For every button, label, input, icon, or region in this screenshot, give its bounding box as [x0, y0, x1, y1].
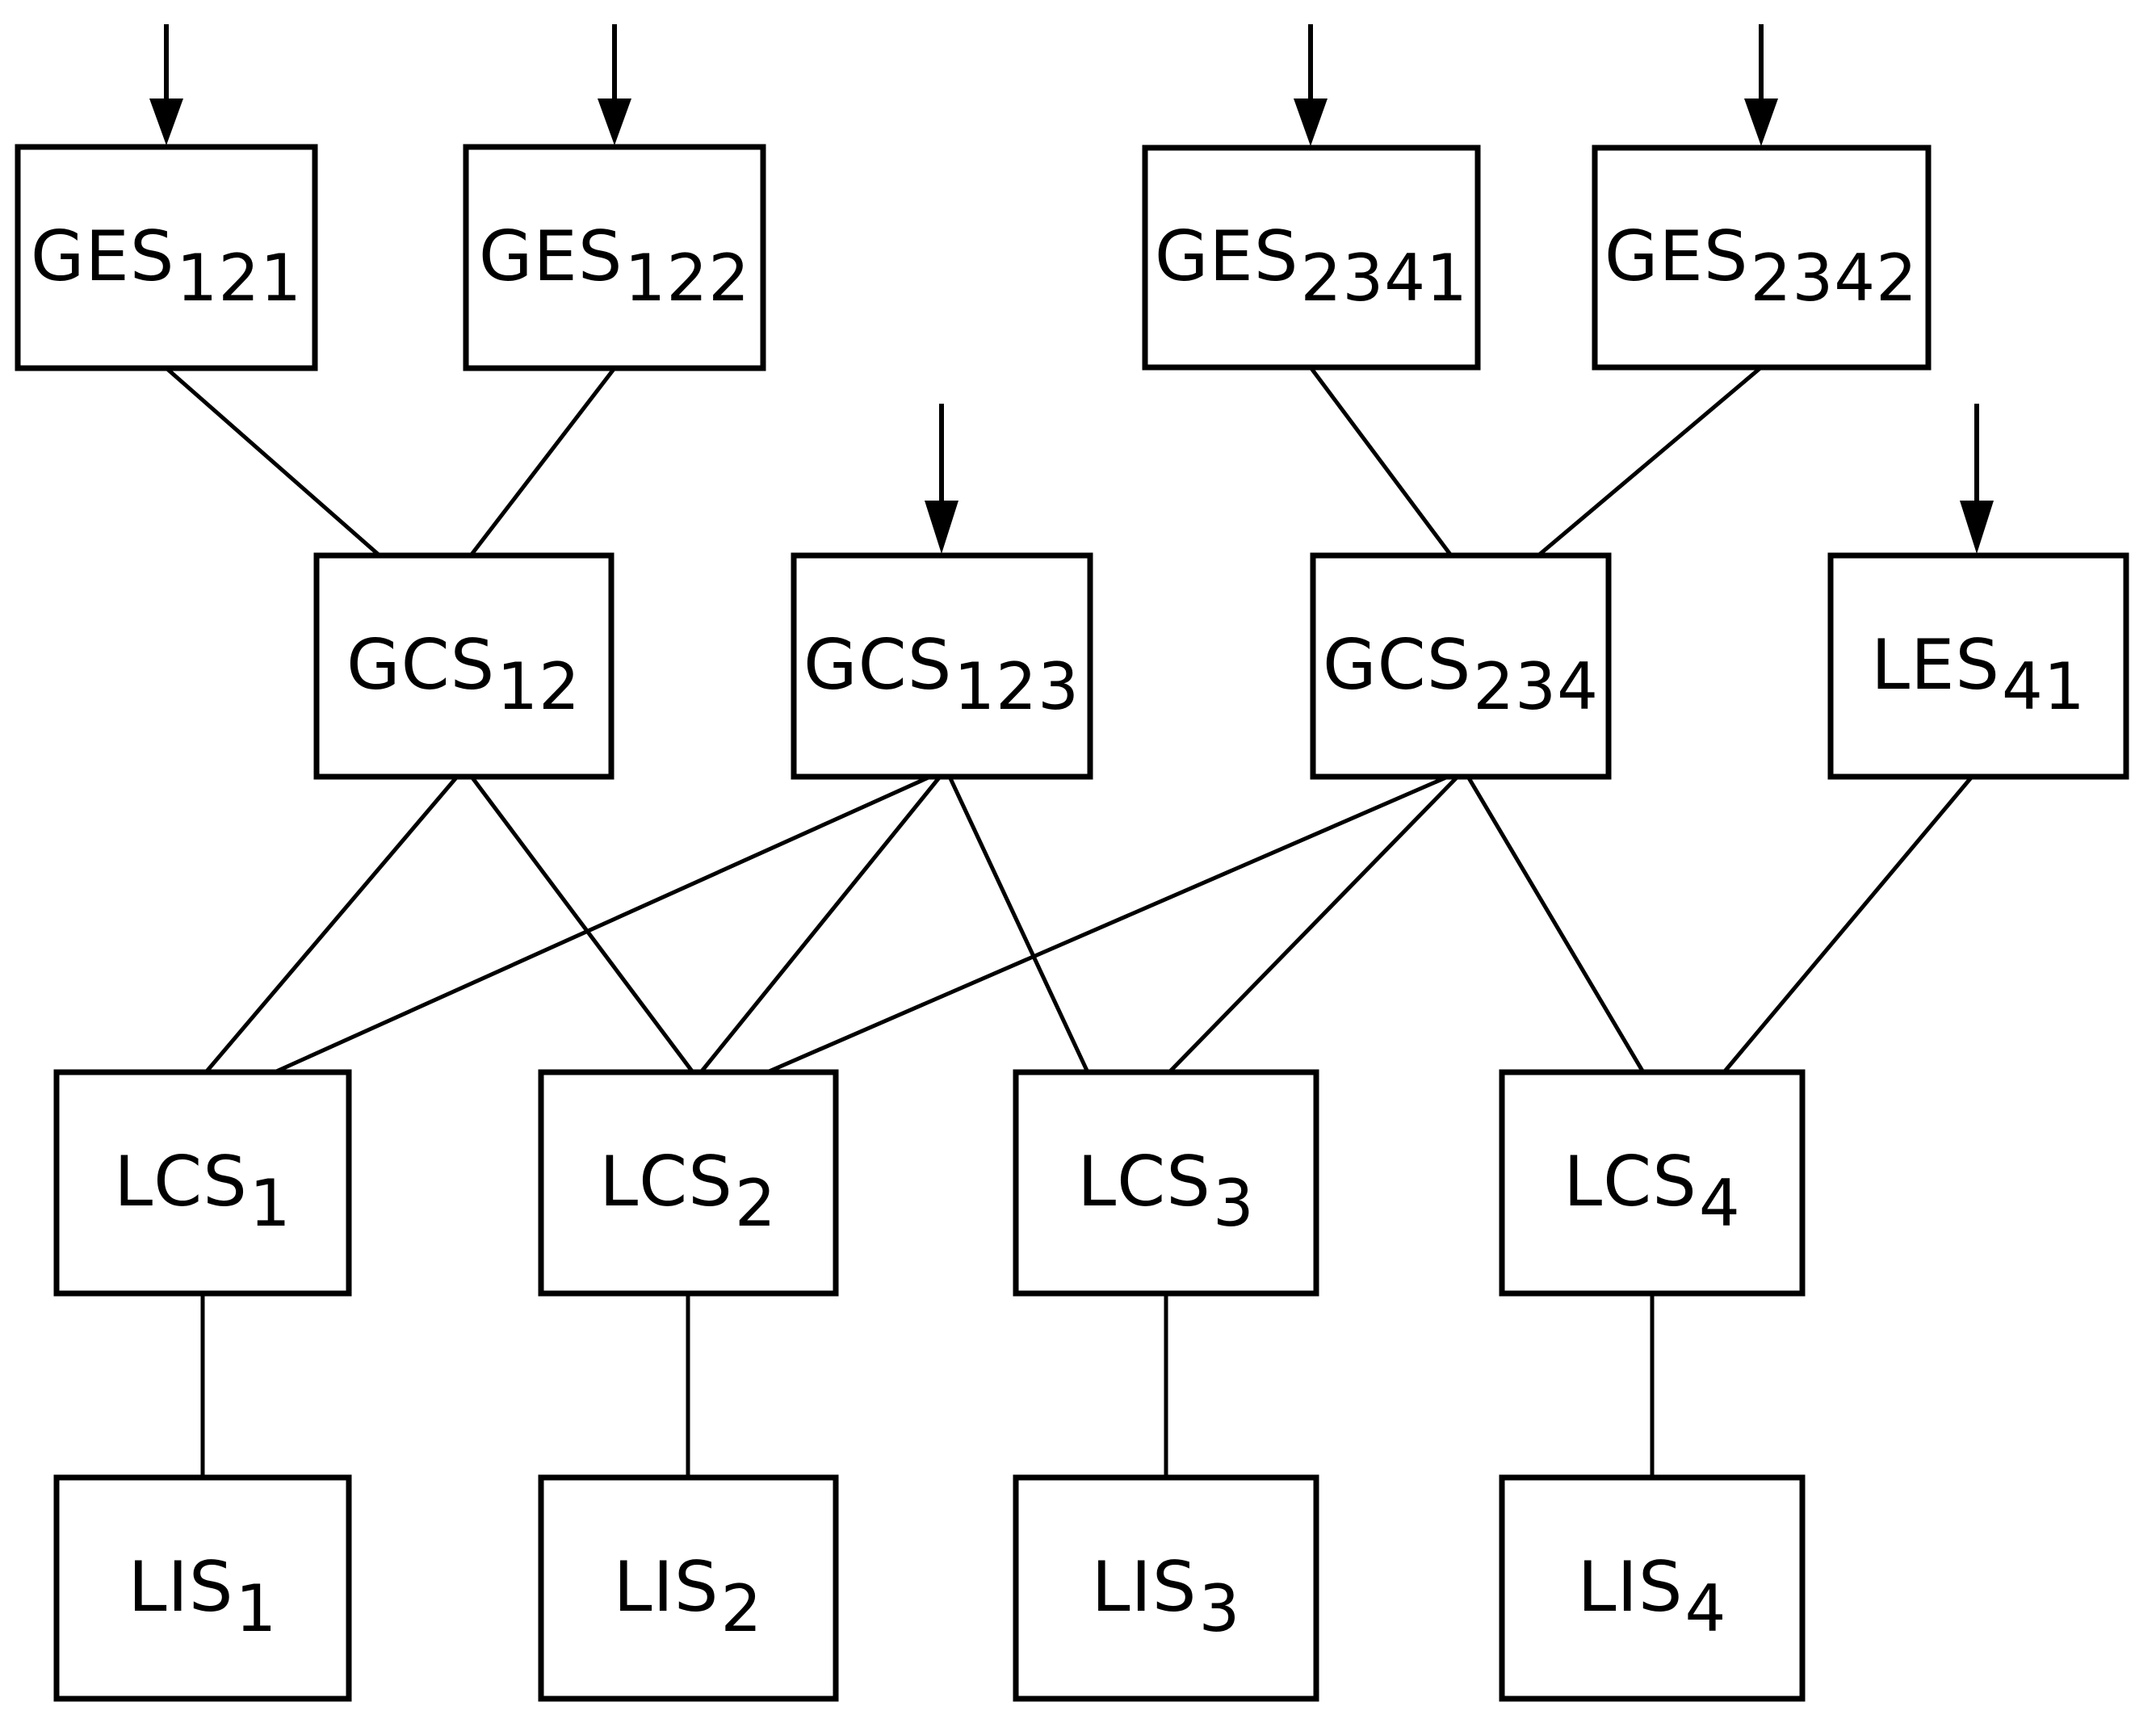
- node-ges2341: GES2341: [1142, 145, 1481, 371]
- node-ges122: GES122: [463, 144, 766, 371]
- node-ges122-label: GES122: [479, 216, 750, 316]
- node-gcs12-label: GCS12: [346, 625, 581, 724]
- edge-gcs123-lcs3: [947, 775, 1090, 1074]
- node-les41-label: LES41: [1871, 625, 2086, 724]
- input-arrow-gcs123: [925, 404, 958, 554]
- node-les41: LES41: [1827, 552, 2129, 780]
- node-gcs123-box: [791, 552, 1093, 780]
- node-lis1-label: LIS1: [128, 1547, 278, 1646]
- input-arrow-ges121: [149, 24, 183, 145]
- node-gcs12: GCS12: [313, 552, 615, 780]
- node-gcs123: GCS123: [791, 552, 1093, 780]
- edge-ges2342-gcs234: [1537, 366, 1763, 557]
- node-gcs12-box: [313, 552, 615, 780]
- node-gcs234-box: [1310, 552, 1612, 780]
- node-ges2341-label: GES2341: [1155, 216, 1468, 316]
- node-ges121-box: [15, 144, 318, 371]
- input-arrow-ges121-head: [149, 99, 183, 145]
- node-lis1-box: [53, 1474, 352, 1702]
- input-arrow-ges2341: [1294, 24, 1328, 146]
- input-arrow-gcs123-head: [925, 501, 958, 554]
- node-lcs3-box: [1013, 1069, 1319, 1297]
- node-lcs3: LCS3: [1013, 1069, 1319, 1297]
- node-ges121: GES121: [15, 144, 318, 371]
- edge-ges122-gcs12: [469, 367, 616, 557]
- input-arrow-ges2341-head: [1294, 99, 1328, 146]
- input-arrow-ges2342-head: [1744, 99, 1778, 146]
- node-lis1: LIS1: [53, 1474, 352, 1702]
- node-lis2-label: LIS2: [614, 1547, 763, 1646]
- node-ges121-label: GES121: [31, 216, 302, 316]
- node-lcs4-box: [1499, 1069, 1806, 1297]
- edge-ges121-gcs12: [165, 367, 381, 557]
- node-gcs234: GCS234: [1310, 552, 1612, 780]
- node-lcs4: LCS4: [1499, 1069, 1806, 1297]
- node-lis2: LIS2: [538, 1474, 839, 1702]
- input-arrow-ges122-head: [598, 99, 631, 145]
- node-lcs2-box: [538, 1069, 839, 1297]
- input-arrow-ges122: [598, 24, 631, 145]
- node-lis2-box: [538, 1474, 839, 1702]
- node-lcs3-label: LCS3: [1077, 1142, 1254, 1241]
- edge-gcs123-lcs2: [699, 775, 942, 1074]
- node-ges122-box: [463, 144, 766, 371]
- edge-gcs234-lcs4: [1466, 775, 1646, 1074]
- node-lis3: LIS3: [1013, 1474, 1319, 1702]
- edge-gcs234-lcs3: [1168, 775, 1459, 1074]
- node-gcs123-label: GCS123: [803, 625, 1080, 724]
- node-lcs1-label: LCS1: [114, 1142, 291, 1241]
- node-ges2342-label: GES2342: [1604, 216, 1918, 316]
- node-ges2342-box: [1592, 145, 1932, 371]
- node-ges2342: GES2342: [1592, 145, 1932, 371]
- edge-gcs123-lcs1: [273, 774, 932, 1075]
- input-arrow-les41-head: [1960, 501, 1994, 554]
- node-lis3-box: [1013, 1474, 1319, 1702]
- node-lcs2: LCS2: [538, 1069, 839, 1297]
- node-lis4-label: LIS4: [1578, 1547, 1727, 1646]
- node-ges2341-box: [1142, 145, 1481, 371]
- node-lis4: LIS4: [1499, 1474, 1806, 1702]
- node-lis3-label: LIS3: [1092, 1547, 1241, 1646]
- edge-ges2341-gcs234: [1308, 366, 1453, 557]
- input-arrow-ges2342: [1744, 24, 1778, 146]
- edge-les41-lcs4: [1722, 775, 1974, 1074]
- node-lis4-box: [1499, 1474, 1806, 1702]
- node-lcs4-label: LCS4: [1563, 1142, 1740, 1241]
- node-les41-box: [1827, 552, 2129, 780]
- edge-gcs12-lcs1: [204, 775, 459, 1074]
- edge-gcs234-lcs2: [766, 774, 1449, 1075]
- input-arrow-les41: [1960, 404, 1994, 554]
- edges-layer: [165, 366, 1974, 1478]
- node-lcs2-label: LCS2: [599, 1142, 776, 1241]
- node-lcs1: LCS1: [53, 1069, 352, 1297]
- node-gcs234-label: GCS234: [1323, 625, 1599, 724]
- node-lcs1-box: [53, 1069, 352, 1297]
- edge-gcs12-lcs2: [469, 775, 695, 1074]
